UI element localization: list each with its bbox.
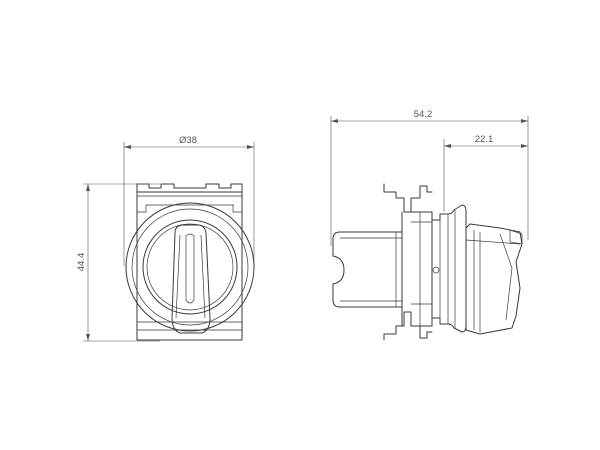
side-total-label: 54.2 <box>414 109 433 120</box>
front-knob-face <box>142 219 238 315</box>
front-diameter-arrow-right <box>247 145 254 149</box>
front-mount-top-rail <box>137 195 242 206</box>
side-rear-body <box>332 231 403 308</box>
front-height-arrow-top <box>86 184 90 191</box>
side-knob-label: 22.1 <box>475 134 494 145</box>
side-view: 54.2 22.1 <box>330 109 529 341</box>
side-knob-arrow-right <box>521 144 528 148</box>
front-lever-ridge <box>185 233 195 304</box>
front-height-label: 44.4 <box>76 253 87 272</box>
front-mount-corner-notches <box>137 205 242 323</box>
side-total-extension-lines <box>330 116 529 246</box>
front-diameter-arrow-left <box>124 145 131 149</box>
side-total-arrow-left <box>331 119 338 123</box>
side-mount-frame <box>401 211 433 327</box>
front-knob-face-inner <box>146 223 234 311</box>
side-total-arrow-right <box>521 119 528 123</box>
side-knob-arrow-left <box>444 144 451 148</box>
side-selector-knob <box>465 223 523 335</box>
side-mount-frame-detail <box>411 212 432 326</box>
side-bezel-detail <box>439 210 456 328</box>
front-mount-bottom-rail <box>137 321 242 331</box>
front-selector-lever <box>171 224 211 334</box>
side-knob-ridges <box>465 230 521 332</box>
front-mount-top-tabs <box>136 183 243 193</box>
side-lamp-dot <box>432 266 440 274</box>
front-bezel-outer <box>125 202 255 332</box>
side-bezel <box>431 204 467 333</box>
side-top-clip <box>383 183 433 213</box>
front-height-arrow-bottom <box>86 334 90 341</box>
front-lever-edge <box>175 234 206 319</box>
side-knob-cap <box>509 229 523 245</box>
front-diameter-extension-lines <box>123 142 255 266</box>
side-rear-body-inner <box>340 232 402 307</box>
front-bezel-inner <box>131 208 249 326</box>
front-view: Ø38 44.4 <box>76 135 255 342</box>
front-height-extension-lines <box>83 183 160 342</box>
side-bottom-clip <box>383 311 433 341</box>
front-diameter-label: Ø38 <box>179 135 197 146</box>
